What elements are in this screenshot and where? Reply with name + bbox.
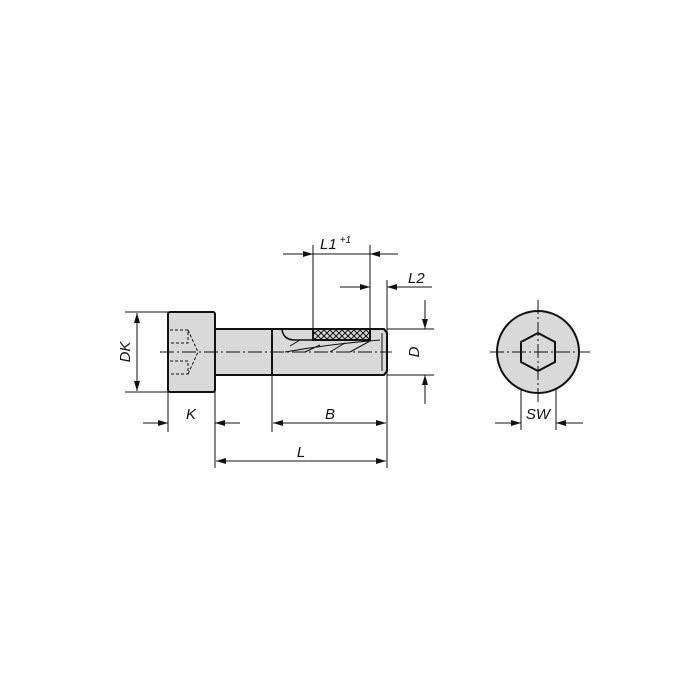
label-sw: SW	[526, 406, 552, 423]
section-hatch	[284, 339, 381, 353]
label-l1-tolerance: +1	[340, 235, 351, 246]
label-l: L	[297, 444, 305, 461]
label-l1-text: L1	[320, 236, 337, 253]
knurl-insert	[312, 328, 371, 341]
label-l1: L1+1	[320, 235, 351, 253]
slot-section	[281, 328, 313, 341]
label-d: D	[406, 346, 423, 357]
end-view	[490, 300, 590, 405]
dimension-lines	[125, 245, 583, 468]
label-l2: L2	[408, 270, 425, 287]
label-b: B	[325, 406, 335, 423]
label-k: K	[186, 406, 197, 423]
label-dk: DK	[117, 341, 134, 363]
hex-socket-hidden	[170, 329, 199, 375]
